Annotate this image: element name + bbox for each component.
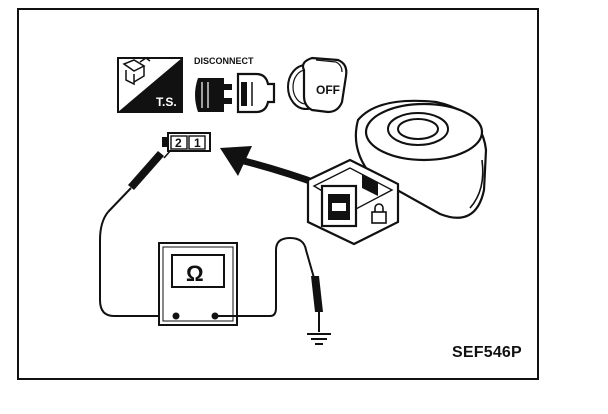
meter-lead-right bbox=[215, 236, 315, 317]
meter-terminal-left bbox=[172, 312, 180, 320]
ignition-off-label: OFF bbox=[316, 83, 340, 97]
ts-label: T.S. bbox=[156, 95, 177, 109]
ground-probe bbox=[311, 276, 323, 332]
sensor-harness-connector: 2 1 bbox=[162, 132, 211, 152]
ground-symbol bbox=[307, 333, 331, 345]
connector-pin-1: 1 bbox=[194, 136, 201, 150]
figure-frame bbox=[17, 8, 539, 380]
meter-lead-left bbox=[99, 211, 176, 317]
ohm-symbol: Ω bbox=[186, 261, 204, 286]
figure-code: SEF546P bbox=[452, 344, 522, 361]
disconnect-label: DISCONNECT bbox=[194, 56, 254, 66]
lock-icon bbox=[371, 203, 387, 224]
ohmmeter: Ω bbox=[158, 242, 238, 326]
ts-icon: T.S. bbox=[117, 57, 183, 113]
disconnect-icon: DISCONNECT bbox=[194, 56, 276, 114]
connector-pin-2: 2 bbox=[175, 136, 182, 150]
test-probe bbox=[107, 149, 172, 213]
sensor-connector bbox=[306, 158, 400, 246]
ignition-key-off-icon: OFF bbox=[287, 56, 348, 114]
